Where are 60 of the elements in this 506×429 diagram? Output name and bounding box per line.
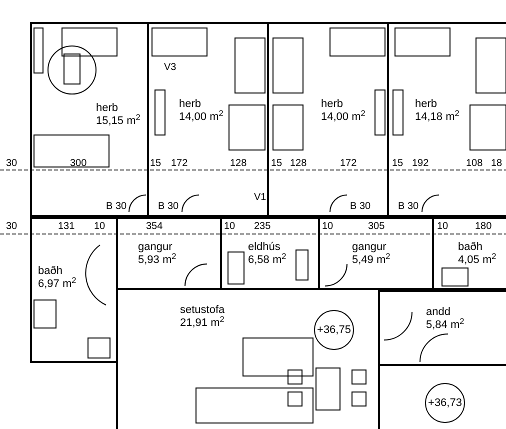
dimension-label: 30 [6,221,18,232]
room-area: 5,49 m$^{2}$ [352,254,390,267]
dimension-label: 305 [368,221,385,232]
room-area: 4,05 m$^{2}$ [458,254,496,267]
dimension-label: 235 [254,221,271,232]
dimension-label: 192 [412,158,429,169]
room-name: andd [426,306,452,319]
dimension-label: 128 [230,158,247,169]
room-name: gangur [138,241,174,253]
room-name: eldhús [248,241,282,254]
room-name: baðh [38,265,64,278]
dimension-label: 131 [58,221,75,232]
dimension-label: 300 [70,158,87,169]
room-outline [387,22,506,217]
dimension-label: 10 [224,221,236,232]
dimension-label: V1 [254,192,266,203]
room-outline [378,290,506,366]
level-text: +36,75 [317,322,351,338]
dimension-label: 15 [150,158,162,169]
room-name: herb [415,98,438,111]
dimension-label: B 30 [350,201,371,212]
dimension-label: B 30 [158,201,179,212]
room-name: setustofa [180,304,225,316]
dimension-label: 354 [146,221,163,232]
dimension-label: 15 [271,158,282,169]
level-text: +36,73 [428,396,462,411]
room-outline [432,217,506,290]
dimension-label: 10 [322,221,334,232]
dimension-label: B 30 [106,201,127,212]
room-area: 6,97 m$^{2}$ [38,278,76,291]
dimension-label: 10 [437,221,448,232]
dimension-label: 30 [6,158,18,169]
dimension-label: 15 [392,158,404,169]
dimension-label: 108 [466,158,483,169]
dimension-label: 128 [290,158,307,169]
room-name: herb [321,98,344,111]
room-name: baðh [458,241,484,254]
room-area: 6,58 m$^{2}$ [248,254,286,267]
room-outline [147,22,269,217]
dimension-label: 172 [171,158,188,169]
room-area: 14,00 m$^{2}$ [321,111,366,124]
room-area: 5,84 m$^{2}$ [426,319,464,332]
room-area: 5,93 m$^{2}$ [138,254,176,267]
room-area: 14,00 m$^{2}$ [179,111,224,124]
room-outline [267,22,389,217]
room-area: 14,18 m$^{2}$ [415,111,460,124]
room-name: gangur [352,241,388,253]
room-outline [318,217,434,290]
room-outline [30,217,118,363]
dimension-label: V3 [164,62,176,73]
room-name: herb [96,102,120,115]
dimension-label: 172 [340,158,357,169]
room-area: 21,91 m$^{2}$ [180,317,225,330]
dimension-label: 18 [491,158,502,169]
room-name: herb [179,98,202,111]
dimension-label: B 30 [398,201,419,212]
room-outline [30,22,149,217]
dimension-label: 10 [94,221,106,232]
room-area: 15,15 m$^{2}$ [96,115,140,128]
dimension-label: 180 [475,221,492,232]
